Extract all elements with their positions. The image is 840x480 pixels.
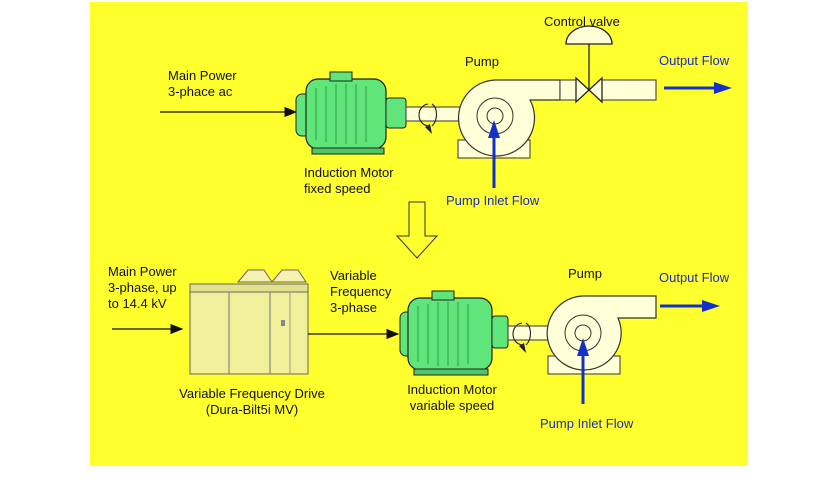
variable-frequency-drive xyxy=(189,269,309,375)
bottom-pump-label: Pump xyxy=(568,266,602,281)
top-output-flow-arrow xyxy=(664,82,732,94)
control-valve xyxy=(565,25,613,104)
top-pump-inlet-flow-label: Pump Inlet Flow xyxy=(446,193,540,208)
bottom-output-flow-arrow xyxy=(660,300,720,312)
transition-down-arrow xyxy=(395,201,439,259)
bottom-output-flow-label: Output Flow xyxy=(659,270,730,285)
top-discharge-pipe xyxy=(559,79,657,101)
bottom-inlet-flow-arrow xyxy=(577,338,589,404)
top-inlet-flow-arrow xyxy=(488,120,500,188)
vfd-label: Variable Frequency Drive(Dura-Bilt5i MV) xyxy=(179,386,325,417)
top-pump-label: Pump xyxy=(465,54,499,69)
bottom-pump-inlet-flow-label: Pump Inlet Flow xyxy=(540,416,634,431)
top-induction-motor xyxy=(295,71,407,155)
control-valve-label: Control valve xyxy=(544,14,620,29)
top-output-flow-label: Output Flow xyxy=(659,53,730,68)
bottom-induction-motor xyxy=(399,290,509,376)
top-pump xyxy=(457,79,561,159)
bottom-pump xyxy=(546,295,657,375)
